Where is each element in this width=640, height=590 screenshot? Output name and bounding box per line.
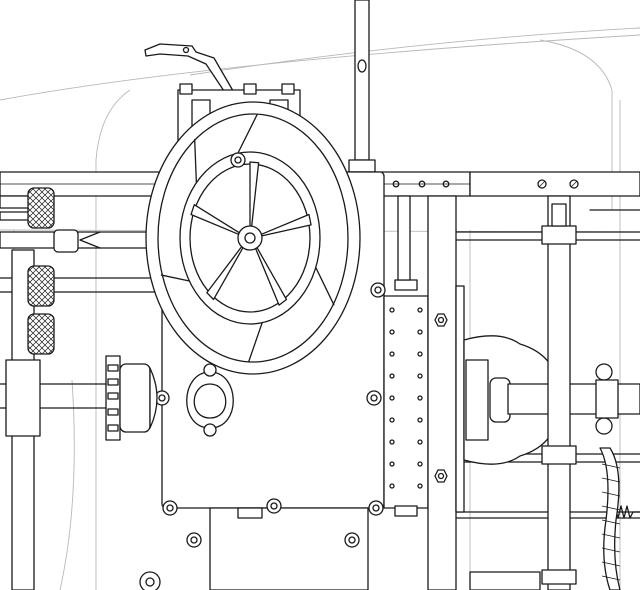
wrap-band [601, 519, 621, 525]
hex-nut-center [437, 472, 445, 480]
wrap-band [601, 491, 621, 497]
wrap-band [601, 505, 621, 511]
outer-spoke [315, 266, 335, 306]
bolt-head [344, 532, 360, 548]
rivet [389, 483, 395, 489]
flange [0, 355, 158, 441]
top-nut [179, 83, 193, 95]
rivet [417, 329, 423, 335]
bolt-center [374, 286, 382, 294]
right-vertical-pipe [541, 195, 577, 590]
wrap-band [601, 463, 621, 469]
rivet [389, 307, 395, 313]
rivet [442, 180, 450, 188]
rivet [389, 417, 395, 423]
knurled-knobs[interactable] [27, 187, 101, 355]
bolt-head [368, 500, 384, 516]
hex-nut-center [437, 316, 445, 324]
bolt-center [270, 502, 278, 510]
flange-bolt [107, 392, 119, 400]
bolt-head [162, 500, 178, 516]
riveted-plate [383, 195, 457, 590]
screw-head [537, 179, 547, 189]
handwheel[interactable] [145, 101, 361, 375]
screw-head [569, 179, 579, 189]
top-nut [243, 83, 257, 95]
cable-wrap [599, 447, 621, 590]
wrap-band [601, 547, 621, 553]
bolt-head [186, 532, 202, 548]
flange-bolt [107, 408, 119, 416]
bolt-head [266, 498, 282, 514]
rivet [392, 180, 400, 188]
wrap-band [601, 575, 621, 581]
bottom-fittings [139, 571, 541, 590]
bolt-center [348, 536, 356, 544]
rivet [389, 461, 395, 467]
outer-spoke [194, 138, 198, 184]
outer-spoke [160, 274, 191, 282]
top-nut [281, 83, 295, 95]
left-vertical-pipe [0, 195, 41, 590]
flange-bolt [107, 378, 119, 386]
rivet [389, 329, 395, 335]
bolt-center [166, 504, 174, 512]
bolt-center [190, 536, 198, 544]
rivet [417, 351, 423, 357]
wrap-band [601, 561, 621, 567]
rivet [389, 439, 395, 445]
bolt-center [372, 504, 380, 512]
rivet [417, 417, 423, 423]
rivet [417, 439, 423, 445]
rivet [418, 180, 426, 188]
bolt-center [158, 394, 166, 402]
hex-nut [434, 469, 448, 483]
screw-slot [538, 180, 546, 188]
bolt-head [366, 390, 382, 406]
screw-slot [570, 180, 578, 188]
rivet [389, 395, 395, 401]
vertical-rod [348, 0, 376, 173]
hex-nut [434, 313, 448, 327]
rivet [417, 461, 423, 467]
flange-bolt [107, 424, 119, 432]
bolt-head [370, 282, 386, 298]
wrap-band [601, 533, 621, 539]
rivet [389, 373, 395, 379]
outer-spoke [237, 113, 259, 154]
oval-gland [186, 363, 234, 437]
rivet [417, 373, 423, 379]
rivet [417, 307, 423, 313]
rivet [417, 395, 423, 401]
rivet [417, 483, 423, 489]
flange-bolt [107, 364, 119, 372]
wrap-band [601, 477, 621, 483]
bolt-center [370, 394, 378, 402]
rivet [389, 351, 395, 357]
outer-spoke [247, 322, 263, 363]
